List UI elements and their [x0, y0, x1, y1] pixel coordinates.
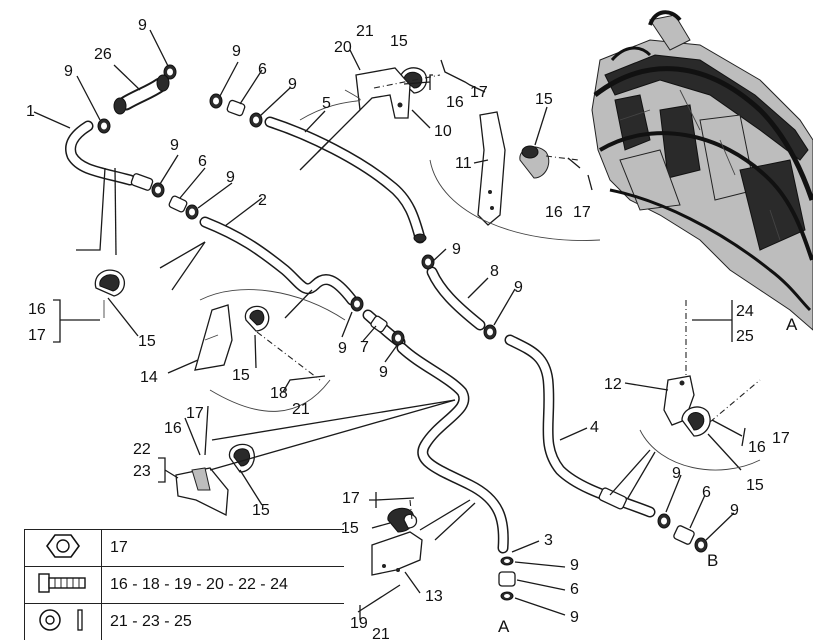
- callout-A-engine: A: [786, 315, 798, 334]
- callout-6c: 6: [702, 484, 711, 501]
- bolt-icon: [25, 567, 102, 604]
- callout-15c: 15: [138, 333, 156, 350]
- engine-illustration: [592, 12, 813, 330]
- callout-9h: 9: [379, 364, 388, 381]
- callout-17a: 17: [470, 84, 488, 101]
- callout-17d: 17: [186, 405, 204, 422]
- callout-18: 18: [270, 385, 288, 402]
- callout-16e: 16: [748, 439, 766, 456]
- callout-21c: 21: [372, 626, 390, 639]
- callout-14: 14: [140, 369, 158, 386]
- legend-text: 16 - 18 - 19 - 20 - 22 - 24: [102, 567, 345, 604]
- callout-5: 5: [322, 95, 331, 112]
- tube-lines: [71, 85, 650, 548]
- callout-12: 12: [604, 376, 622, 393]
- legend-row: 21 - 23 - 25: [25, 604, 345, 640]
- legend-row: 17: [25, 530, 345, 567]
- callout-4: 4: [590, 419, 599, 436]
- callout-6a: 6: [258, 61, 267, 78]
- callout-9a: 9: [138, 17, 147, 34]
- callout-19: 19: [350, 615, 368, 632]
- callout-26: 26: [94, 46, 112, 63]
- callout-9k: 9: [672, 465, 681, 482]
- legend-text: 17: [102, 530, 345, 567]
- callout-3: 3: [544, 532, 553, 549]
- callout-13: 13: [425, 588, 443, 605]
- callout-17b: 17: [573, 204, 591, 221]
- callout-17f: 17: [342, 490, 360, 507]
- callout-2: 2: [258, 192, 267, 209]
- callout-9c: 9: [232, 43, 241, 60]
- callout-9d: 9: [288, 76, 297, 93]
- callout-B: B: [707, 551, 718, 570]
- callout-7: 7: [360, 339, 369, 356]
- callout-16a: 16: [446, 94, 464, 111]
- callout-9m: 9: [570, 557, 579, 574]
- callout-8: 8: [490, 263, 499, 280]
- hex-nut-icon: [25, 530, 102, 567]
- callout-23: 23: [133, 463, 151, 480]
- callout-15b: 15: [535, 91, 553, 108]
- callout-21a: 21: [356, 23, 374, 40]
- callout-15d: 15: [232, 367, 250, 384]
- callout-1: 1: [26, 103, 35, 120]
- callout-16c: 16: [28, 301, 46, 318]
- callout-22: 22: [133, 441, 151, 458]
- callout-17c: 17: [28, 327, 46, 344]
- callout-15e: 15: [252, 502, 270, 519]
- callout-9f: 9: [226, 169, 235, 186]
- callout-9i: 9: [452, 241, 461, 258]
- callout-9g: 9: [338, 340, 347, 357]
- callout-16d: 16: [164, 420, 182, 437]
- legend-text: 21 - 23 - 25: [102, 604, 345, 640]
- callout-20: 20: [334, 39, 352, 56]
- callout-25: 25: [736, 328, 754, 345]
- callout-9j: 9: [514, 279, 523, 296]
- callout-11: 11: [455, 155, 472, 172]
- callout-6d: 6: [570, 581, 579, 598]
- washer-icon: [25, 604, 102, 640]
- callout-24: 24: [736, 303, 754, 320]
- callout-A-bottom: A: [498, 617, 510, 636]
- callout-15f: 15: [746, 477, 764, 494]
- fastener-legend-table: 17 16 - 18 - 19 - 20 - 22 - 24 21 - 23 -…: [24, 529, 344, 640]
- callout-9n: 9: [570, 609, 579, 626]
- callout-9l: 9: [730, 502, 739, 519]
- callout-6b: 6: [198, 153, 207, 170]
- callout-21b: 21: [292, 401, 310, 418]
- callout-10: 10: [434, 123, 452, 140]
- legend-row: 16 - 18 - 19 - 20 - 22 - 24: [25, 567, 345, 604]
- callout-16b: 16: [545, 204, 563, 221]
- callout-15a: 15: [390, 33, 408, 50]
- callout-9b: 9: [64, 63, 73, 80]
- callout-17e: 17: [772, 430, 790, 447]
- callout-9e: 9: [170, 137, 179, 154]
